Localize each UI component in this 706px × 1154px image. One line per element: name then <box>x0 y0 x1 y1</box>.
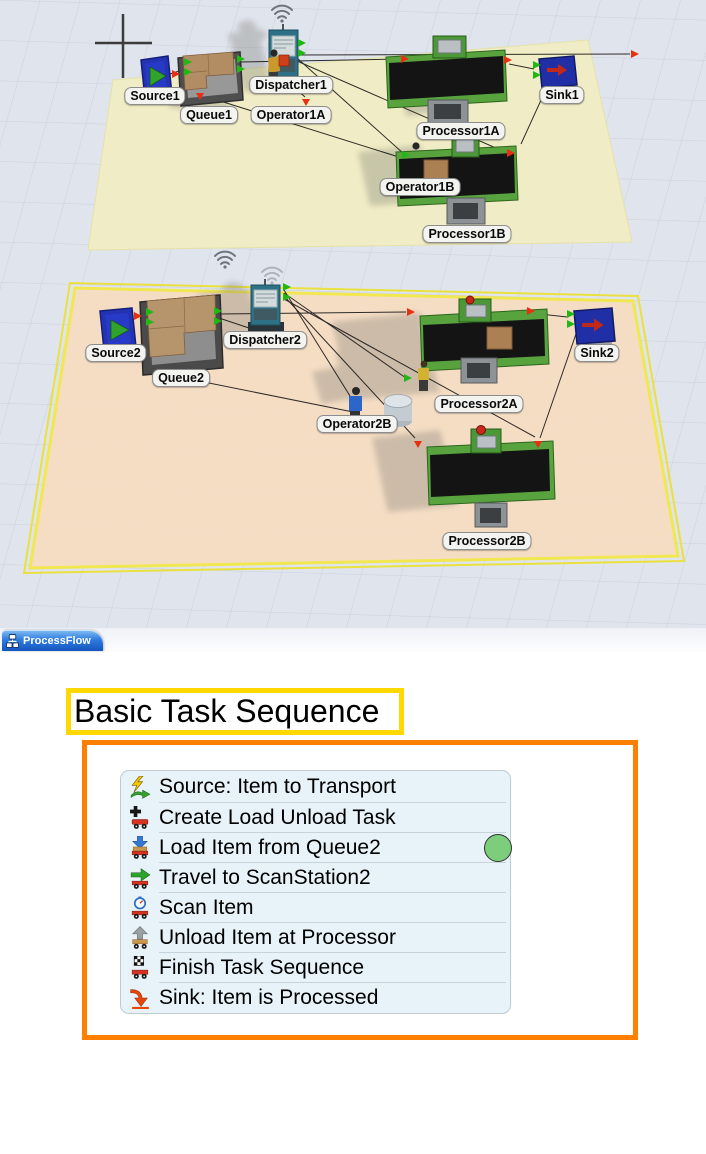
flow-activity-unload[interactable]: Unload Item at Processor <box>121 921 510 952</box>
flow-activity-label: Scan Item <box>159 895 254 919</box>
unload-cart-icon <box>132 925 148 949</box>
label-processor2a: Processor2A <box>434 395 524 413</box>
sink-arrow-icon <box>130 988 149 1009</box>
label-source2: Source2 <box>85 344 147 362</box>
travel-cart-icon <box>130 867 151 889</box>
label-processor2b: Processor2B <box>442 532 532 550</box>
wifi-icon <box>261 266 283 285</box>
flow-activity-label: Load Item from Queue2 <box>159 835 381 859</box>
processor1a-object[interactable] <box>385 35 508 124</box>
3d-model-view[interactable]: Source1 Queue1 Dispatcher1 Operator1A Pr… <box>0 0 706 628</box>
processor2b-object[interactable] <box>426 425 556 528</box>
processor2a-object[interactable] <box>419 295 550 384</box>
flow-activity-label: Finish Task Sequence <box>159 955 365 979</box>
flow-activity-load[interactable]: Load Item from Queue2 <box>121 831 510 862</box>
flow-activity-label: Unload Item at Processor <box>159 925 396 949</box>
dispatcher2-object[interactable] <box>248 279 284 331</box>
flow-title-text: Basic Task Sequence <box>74 693 380 729</box>
operator2a-object[interactable] <box>418 360 429 391</box>
wifi-icon <box>214 250 236 269</box>
wifi-icon <box>271 4 293 23</box>
label-processor1b: Processor1B <box>422 225 512 243</box>
flow-activity-label: Create Load Unload Task <box>159 805 396 829</box>
floor-plane-2-outer-border <box>22 281 686 575</box>
sink2-object[interactable] <box>573 307 616 347</box>
origin-crosshair-icon <box>95 14 152 78</box>
flow-activity-scan[interactable]: Scan Item <box>121 891 510 922</box>
sink-arrow-glyph <box>582 318 604 332</box>
plus-cart-icon <box>130 805 149 829</box>
label-sink2: Sink2 <box>574 344 620 362</box>
flow-activity-label: Travel to ScanStation2 <box>159 865 371 889</box>
lightning-arrow-icon <box>130 775 151 799</box>
flow-activity-travel[interactable]: Travel to ScanStation2 <box>121 861 510 892</box>
flow-activity-label: Source: Item to Transport <box>159 775 396 798</box>
label-operator1b: Operator1B <box>379 178 461 196</box>
label-operator2b: Operator2B <box>316 415 398 433</box>
label-sink1: Sink1 <box>539 86 585 104</box>
flowchart-icon <box>6 633 19 648</box>
load-cart-icon <box>131 835 149 859</box>
flow-activity-sink[interactable]: Sink: Item is Processed <box>121 981 510 1012</box>
label-operator1a: Operator1A <box>250 106 332 124</box>
queue2-object[interactable] <box>139 294 224 376</box>
3d-scene-canvas <box>0 0 706 628</box>
label-processor1a: Processor1A <box>416 122 506 140</box>
flow-activity-finish[interactable]: Finish Task Sequence <box>121 951 510 982</box>
process-token[interactable] <box>484 834 512 862</box>
sink-arrow-glyph <box>547 64 567 76</box>
label-dispatcher2: Dispatcher2 <box>223 331 307 349</box>
tab-processflow[interactable]: ProcessFlow <box>2 630 103 651</box>
scan-cart-icon <box>131 896 149 919</box>
flow-activity-label: Sink: Item is Processed <box>159 985 379 1009</box>
label-source1: Source1 <box>124 87 186 105</box>
task-sequence-panel[interactable]: Source: Item to Transport Create Load Un… <box>120 770 511 1014</box>
queue1-object[interactable] <box>177 51 244 107</box>
flow-activity-create-task[interactable]: Create Load Unload Task <box>121 801 510 832</box>
tab-processflow-label: ProcessFlow <box>23 634 91 647</box>
label-queue2: Queue2 <box>152 369 210 387</box>
finish-cart-icon <box>131 955 149 979</box>
source-arrow-icon <box>149 66 167 87</box>
view-tab-bar: ProcessFlow <box>0 628 706 652</box>
source2-object[interactable] <box>99 307 137 351</box>
flow-title-box[interactable]: Basic Task Sequence <box>66 688 404 735</box>
label-queue1: Queue1 <box>180 106 238 124</box>
flow-activity-source[interactable]: Source: Item to Transport <box>121 772 510 802</box>
label-dispatcher1: Dispatcher1 <box>249 76 333 94</box>
port-markers <box>134 39 639 448</box>
source-arrow-icon <box>110 319 130 341</box>
